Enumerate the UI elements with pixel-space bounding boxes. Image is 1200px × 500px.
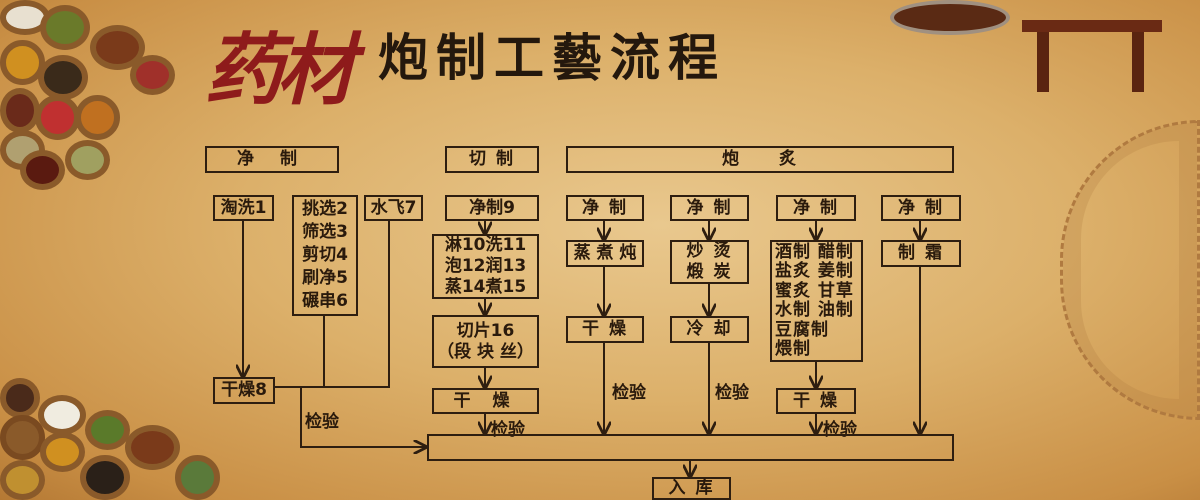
list-item: 煨制 xyxy=(775,339,811,359)
step-ganzao: 干 燥 xyxy=(776,388,856,414)
list-item: 刷净5 xyxy=(302,268,348,288)
list-item: 碾串6 xyxy=(302,291,348,311)
list-item: 蒸14煮15 xyxy=(444,277,527,297)
step-ruku: 入 库 xyxy=(652,477,731,500)
header-paozhi: 炮 炙 xyxy=(566,146,954,173)
list-item: 切片16 xyxy=(456,320,515,341)
step-jingzhi: 净 制 xyxy=(566,195,644,221)
step-zhengzhudun: 蒸 煮 炖 xyxy=(566,240,644,267)
header-jingzhi: 净 制 xyxy=(205,146,339,173)
step-ganzao: 干 燥 xyxy=(432,388,539,414)
list-item: 豆腐制 xyxy=(775,319,829,340)
step-list-jingzhi: 挑选2 筛选3 剪切4 刷净5 碾串6 xyxy=(292,195,358,316)
step-zhishuang: 制 霜 xyxy=(881,240,961,267)
list-item: 盐炙 姜制 xyxy=(775,261,854,281)
step-jingzhi: 净 制 xyxy=(776,195,856,221)
label-jianyan: 检验 xyxy=(305,412,339,432)
step-chaotang: 炒 烫 煅 炭 xyxy=(670,240,749,284)
page-title: 炮制工藝流程 xyxy=(378,29,726,87)
step-list-paozhi: 酒制 醋制 盐炙 姜制 蜜炙 甘草 水制 油制 豆腐制 煨制 xyxy=(770,240,863,362)
title-calligraphy: 药材 xyxy=(205,25,355,116)
list-item: 水制 油制 xyxy=(775,300,854,320)
step-jingzhi: 净 制 xyxy=(670,195,749,221)
step-jingzhi-9: 净制9 xyxy=(445,195,539,221)
step-ganzao-8: 干燥8 xyxy=(213,377,275,404)
step-jingzhi: 净 制 xyxy=(881,195,961,221)
header-qiezhi: 切 制 xyxy=(445,146,539,173)
step-list-qiezhi: 淋10洗11 泡12润13 蒸14煮15 xyxy=(432,234,539,299)
collector-bar xyxy=(427,434,954,461)
list-item: 蜜炙 甘草 xyxy=(775,280,854,301)
label-jianyan: 检验 xyxy=(612,383,646,403)
step-ganzao: 干 燥 xyxy=(566,316,644,343)
step-qiepian: 切片16 （段 块 丝） xyxy=(432,315,539,368)
step-taoxi: 淘洗1 xyxy=(213,195,274,221)
list-item: 煅 炭 xyxy=(686,262,733,282)
bench-image xyxy=(1022,12,1162,92)
wok-image xyxy=(890,0,1010,35)
list-item: 筛选3 xyxy=(302,222,348,242)
list-item: 淋10洗11 xyxy=(444,235,527,255)
list-item: 泡12润13 xyxy=(444,256,527,276)
list-item: 酒制 醋制 xyxy=(775,241,854,262)
list-item: 挑选2 xyxy=(302,199,348,219)
list-item: （段 块 丝） xyxy=(437,341,534,362)
step-shuifei: 水飞7 xyxy=(364,195,423,221)
step-lengque: 冷 却 xyxy=(670,316,749,343)
label-jianyan: 检验 xyxy=(715,383,749,403)
list-item: 炒 烫 xyxy=(686,241,733,261)
list-item: 剪切4 xyxy=(302,245,348,265)
